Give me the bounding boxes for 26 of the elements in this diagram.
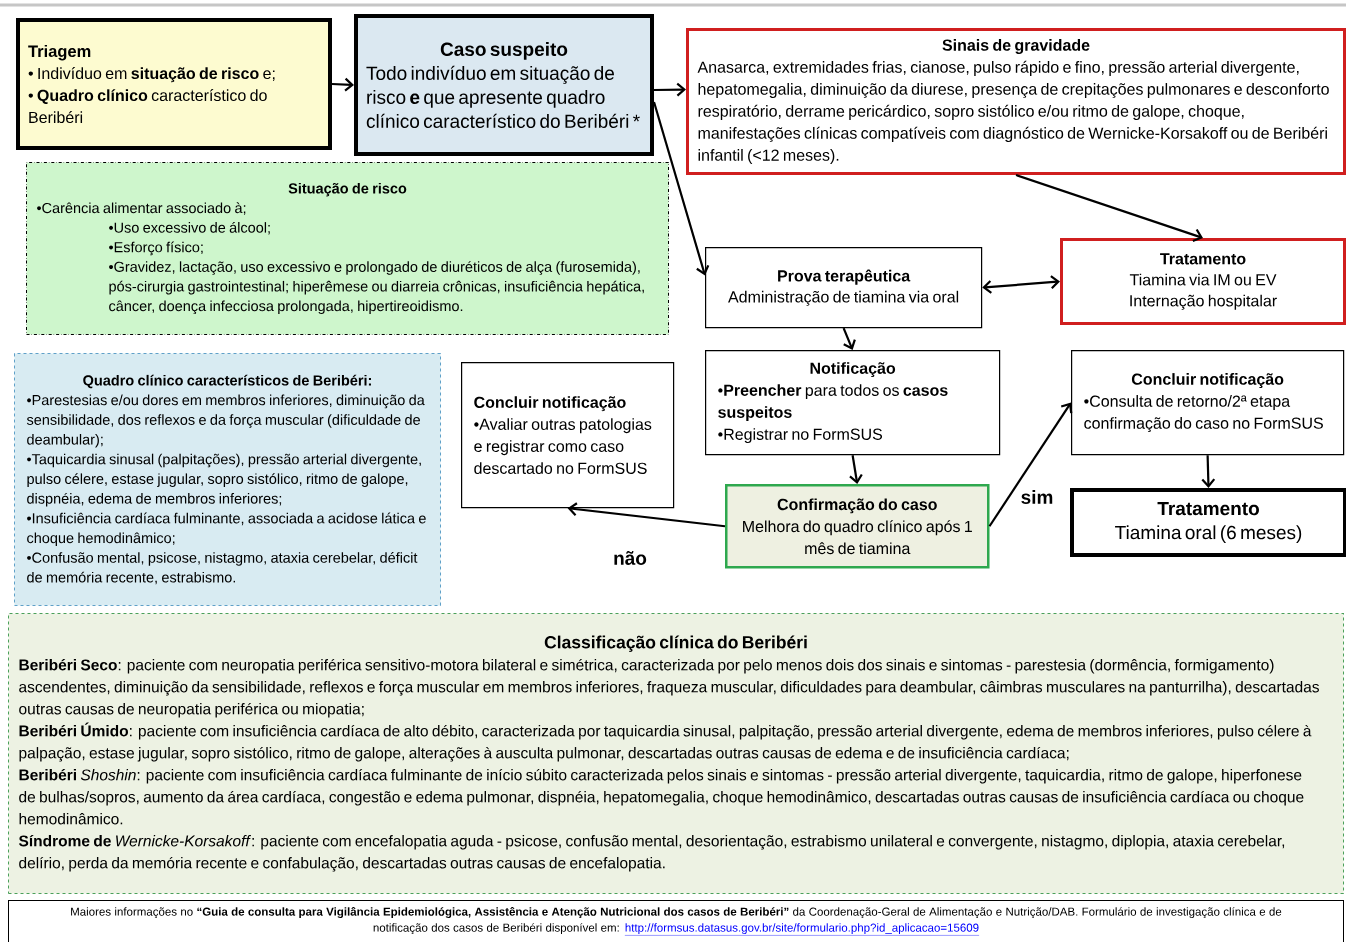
process-box: Concluir notificação •Avaliar outras patologias e registrar como caso descartado no FormSUS: [461, 362, 675, 509]
info-panel: Classificação clínica do Beribéri Beribéri Seco: paciente com neuropatia periférica sensitivo-motora bilateral e simétrica, caracterizada por pelo menos dois dos sinais e sintomas - parestesia (dormência, formigamento) ascendentes, diminuição da sensibilidade, reflexos e força muscular em membros inferiores, fraqueza muscular, dificuldades para deambular, câimbras musculares na panturrilha), descartadas outras causas de neuropatia periférica ou miopatia; Beribéri Úmido: paciente com insuficiência cardíaca de alto débito, caracterizada por taquicardia sinusal, palpitação, pressão arterial divergente, edema de membros inferiores, pulso célere à palpação, estase jugular, sopro sistólico, ritmo de galope, alterações à ausculta pulmonar, descartadas outras causas de edema e de insuficiência cardíaca; Beribéri Shoshin: paciente com insuficiência cardíaca fulminante de início súbito caracterizada pelos sinais e sintomas - pressão arterial divergente, taquicardia, ritmo de galope, hiperfonese de bulhas/sopros, aumento da área cardíaca, congestão e edema pulmonar, dispnéia, hepatomegalia, choque hemodinâmico, descartadas outras causas de insuficiência cardíaca ou choque hemodinâmico. Síndrome de Wernicke-Korsakoff: paciente com encefalopatia aguda - psicose, confusão mental, desorientação, estrabismo unilateral e convergente, nistagmo, diplopia, ataxia cerebelar, delírio, perda da memória recente e confabulação, descartadas outras causas de encefalopatia.: [8, 613, 1344, 894]
treatment-box: Tratamento Tiamina via IM ou EV Internação hospitalar: [1060, 238, 1346, 325]
arrow: [1015, 173, 1204, 242]
info-panel: Quadro clínico característicos de Beribéri: •Parestesias e/ou dores em membros inferiores, diminuição da sensibilidade, dos reflexos e da força muscular (dificuldade de deambular); •Taquicardia sinusal (palpitações), pressão arterial divergente, pulso célere, estase jugular, sopro sistólico, ritmo de galope, dispnéia, edema de membros inferiores; •Insuficiência cardíaca fulminante, associada a acidose lática e choque hemodinâmico; •Confusão mental, psicose, nistagmo, ataxia cerebelar, déficit de memória recente, estrabismo.: [14, 353, 441, 606]
arrow: [842, 327, 856, 350]
arrow: [849, 455, 863, 484]
arrow: [331, 77, 354, 92]
arrow: [1201, 455, 1216, 488]
arrow: [652, 101, 710, 276]
process-box: Prova terapêutica Administração de tiamina via oral: [705, 247, 983, 329]
process-box: Caso suspeito Todo indivíduo em situação de risco e que apresente quadro clínico característico do Beribéri *: [354, 14, 654, 156]
info-panel: Situação de risco •Carência alimentar associado à; •Uso excessivo de álcool; •Esforço físico; •Gravidez, lactação, uso excessivo e prolongado de diuréticos de alça (furosemida), pós-cirurgia gastrointestinal; hiperêmese ou diarreia crônicas, insuficiência hepática, câncer, doença infecciosa prolongada, hipertireoidismo.: [26, 162, 669, 335]
process-box: Concluir notificação •Consulta de retorno/2ª etapa confirmação do caso no FormSUS: [1071, 350, 1345, 456]
triage-box: Triagem • Indivíduo em situação de risco e; • Quadro clínico característico do Beribéri: [16, 18, 332, 150]
arrow: [988, 402, 1073, 527]
edge-label: sim: [1021, 490, 1053, 504]
process-box: Notificação •Preencher para todos os casos suspeitos •Registrar no FormSUS: [705, 350, 1001, 456]
decision-box: Confirmação do caso Melhora do quadro clínico após 1 mês de tiamina: [725, 484, 990, 569]
treatment-box: Tratamento Tiamina oral (6 meses): [1070, 488, 1346, 557]
arrow: [654, 82, 686, 97]
arrow: [567, 502, 726, 528]
edge-label: não: [614, 551, 647, 565]
arrow: [982, 275, 1060, 294]
warning-box: Sinais de gravidade Anasarca, extremidades frias, cianose, pulso rápido e fino, pressão arterial divergente, hepatomegalia, diminuição da diurese, presença de crepitações pulmonares e desconforto respiratório, derrame pericárdico, sopro sistólico e/ou ritmo de galope, choque, manifestações clínicas compatíveis com diagnóstico de Wernicke-Korsakoff ou de Beribéri infantil (<12 meses).: [686, 28, 1346, 175]
footnote-box: Maiores informações no “Guia de consulta para Vigilância Epidemiológica, Assistência e Atenção Nutricional dos casos de Beribéri” da Coordenação-Geral de Alimentação e Nutrição/DAB. Formulário de investigação clínica e de notificação dos casos de Beribéri disponível em: http://formsus.datasus.gov.br/site/formulario.php?id_aplicacao=15609: [8, 900, 1344, 942]
